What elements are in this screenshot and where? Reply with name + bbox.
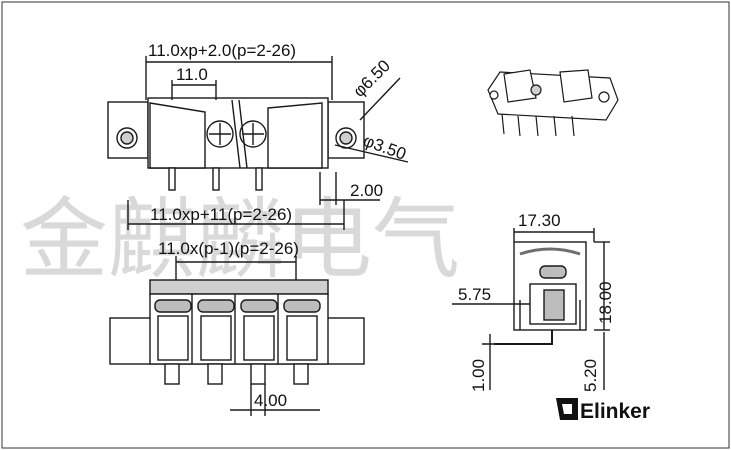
dim-side-pin-length: 5.20 (581, 359, 600, 392)
front-view (109, 256, 365, 416)
brand-logo: Elinker (556, 398, 650, 423)
dim-pin-offset: 2.00 (350, 181, 383, 200)
brand-name: Elinker (580, 400, 650, 423)
watermark: 金麒麟电气 (20, 188, 460, 291)
dim-pin-width: 4.00 (254, 391, 287, 410)
dim-pitch-span: 11.0x(p-1)(p=2-26) (158, 239, 299, 258)
iso-view (487, 69, 619, 137)
dim-side-height: 18.00 (596, 281, 615, 324)
dim-side-pin-thickness: 1.00 (469, 359, 488, 392)
side-view (452, 228, 610, 390)
dim-side-pin-offset: 5.75 (458, 285, 491, 304)
brand-mark-icon (556, 398, 578, 420)
dim-hole-inner: φ3.50 (361, 131, 409, 164)
dim-pin-span: 11.0xp+11(p=2-26) (150, 205, 292, 224)
dim-pitch: 11.0 (176, 65, 208, 84)
dim-overall-width: 11.0xp+2.0(p=2-26) (148, 41, 296, 60)
dim-side-width: 17.30 (518, 211, 561, 230)
top-view (107, 56, 409, 230)
dim-hole-outer: φ6.50 (349, 56, 394, 101)
